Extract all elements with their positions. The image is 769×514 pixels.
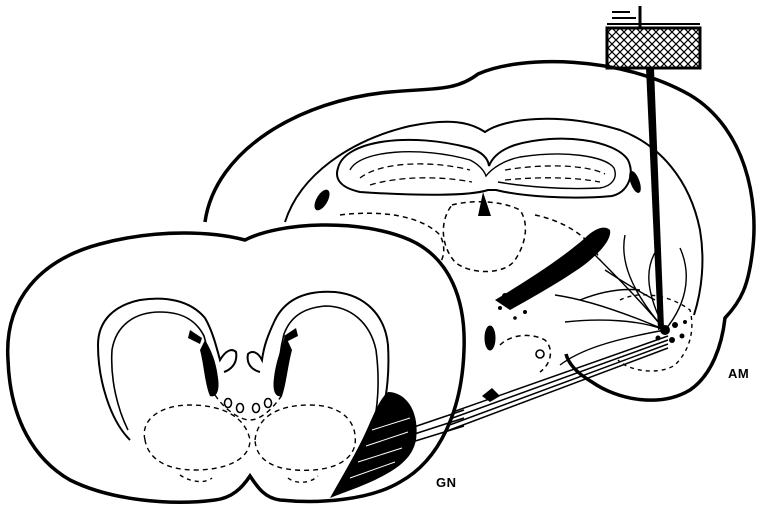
syringe-needle [646,68,664,330]
hippocampus-dash-3 [370,178,472,185]
labeled-fibers-streak [495,228,610,310]
small-nucleus [536,350,544,358]
thalamus-dashed-lower [500,335,550,372]
syringe-tick-marks [612,12,636,18]
hippocampus-dash-4 [505,178,600,182]
label-gn: GN [436,475,457,490]
back-ventricle-left [312,188,332,212]
hippocampus-dash-1 [360,164,470,178]
back-ventricle-lower [485,326,495,350]
midline-wedge [478,192,491,216]
hippocampus-dash-2 [505,166,605,174]
hippocampus-inner-1 [350,152,615,189]
front-brain-section [8,225,464,502]
syringe-barrel [607,28,700,68]
label-amygdala: AM [728,366,749,381]
